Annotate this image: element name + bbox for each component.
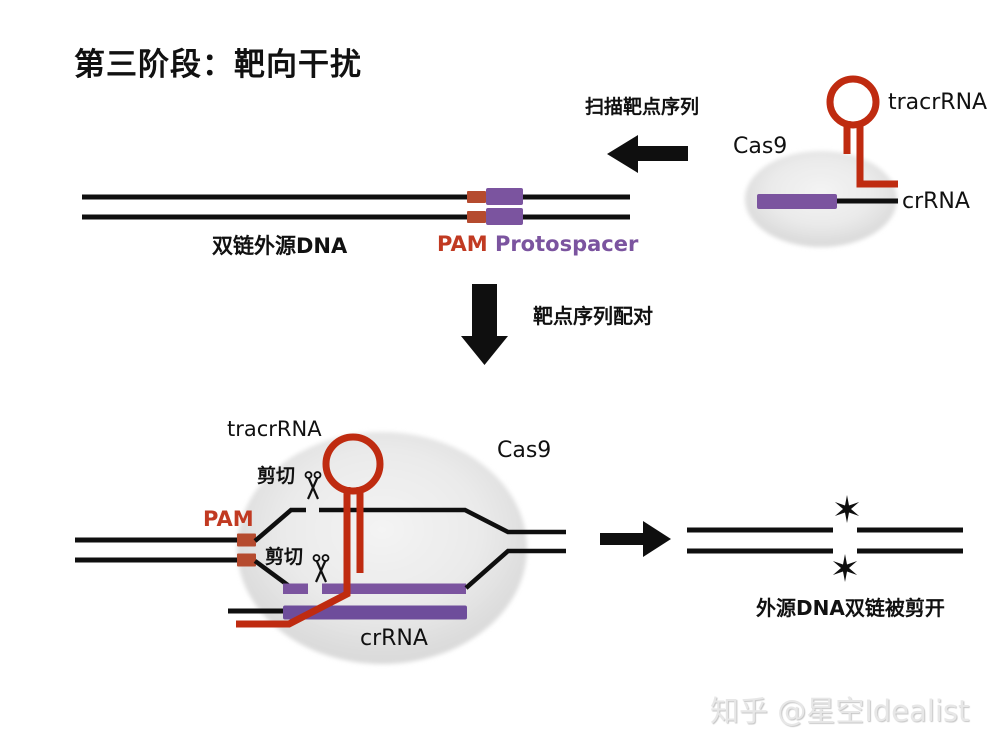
scan-step-label: 扫描靶点序列: [585, 96, 700, 118]
crrna-label-bottom: crRNA: [360, 626, 428, 651]
pam-protospacer-label: PAM Protospacer: [437, 232, 638, 256]
crrna-bar: [283, 605, 467, 620]
crrna-label-top: crRNA: [902, 189, 970, 214]
pam-label: PAM: [437, 232, 488, 256]
pam-label-bottom: PAM: [203, 507, 254, 531]
bottom-cas9-complex: [75, 432, 566, 664]
protospacer-block-top: [486, 188, 523, 205]
pam-block-top: [467, 191, 486, 203]
protospacer-segment-cut: [283, 583, 308, 594]
tracrrna-loop-large: [322, 433, 384, 495]
pam-block-upper: [237, 533, 256, 547]
pam-block-lower: [237, 553, 256, 567]
cut-label-top: 剪切: [257, 465, 296, 487]
crrna-spacer-bar: [757, 194, 837, 209]
displaced-strand-left: [253, 507, 306, 543]
watermark: 知乎 @星空Idealist: [710, 694, 970, 728]
scissors-icon: [312, 554, 330, 583]
tracrrna-label-top: tracrRNA: [888, 90, 988, 115]
left-arrow-icon: [607, 135, 688, 173]
top-dna: [82, 188, 630, 225]
protospacer-block-bottom: [486, 208, 523, 225]
pairing-step-label: 靶点序列配对: [533, 304, 653, 328]
right-arrow-icon: [600, 521, 671, 557]
cut-label-bottom: 剪切: [265, 546, 304, 568]
scissors-icon: [304, 471, 322, 500]
cas9-label-bottom: Cas9: [497, 438, 552, 463]
page-title: 第三阶段：靶向干扰: [74, 47, 362, 83]
target-strand-exit: [464, 548, 566, 590]
star-burst-icon: [834, 495, 860, 523]
tracrrna-stem-left-large: [236, 487, 351, 628]
displaced-strand-right: [319, 507, 566, 535]
target-strand-diagonal: [253, 559, 291, 588]
result-label: 外源DNA双链被剪开: [756, 596, 945, 620]
pam-block-bottom: [467, 211, 486, 223]
cas9-label-top: Cas9: [733, 134, 788, 159]
cut-dna: [687, 495, 963, 582]
protospacer-segment-paired: [322, 583, 466, 594]
protospacer-label: Protospacer: [494, 232, 639, 256]
dsdna-label: 双链外源DNA: [212, 234, 348, 258]
top-cas9-complex: [745, 75, 898, 247]
tracrrna-loop: [826, 75, 880, 129]
down-arrow-icon: [461, 284, 508, 365]
star-burst-icon: [832, 554, 858, 582]
tracrrna-label-bottom: tracrRNA: [227, 417, 322, 441]
tracrrna-stem-right: [856, 121, 898, 188]
